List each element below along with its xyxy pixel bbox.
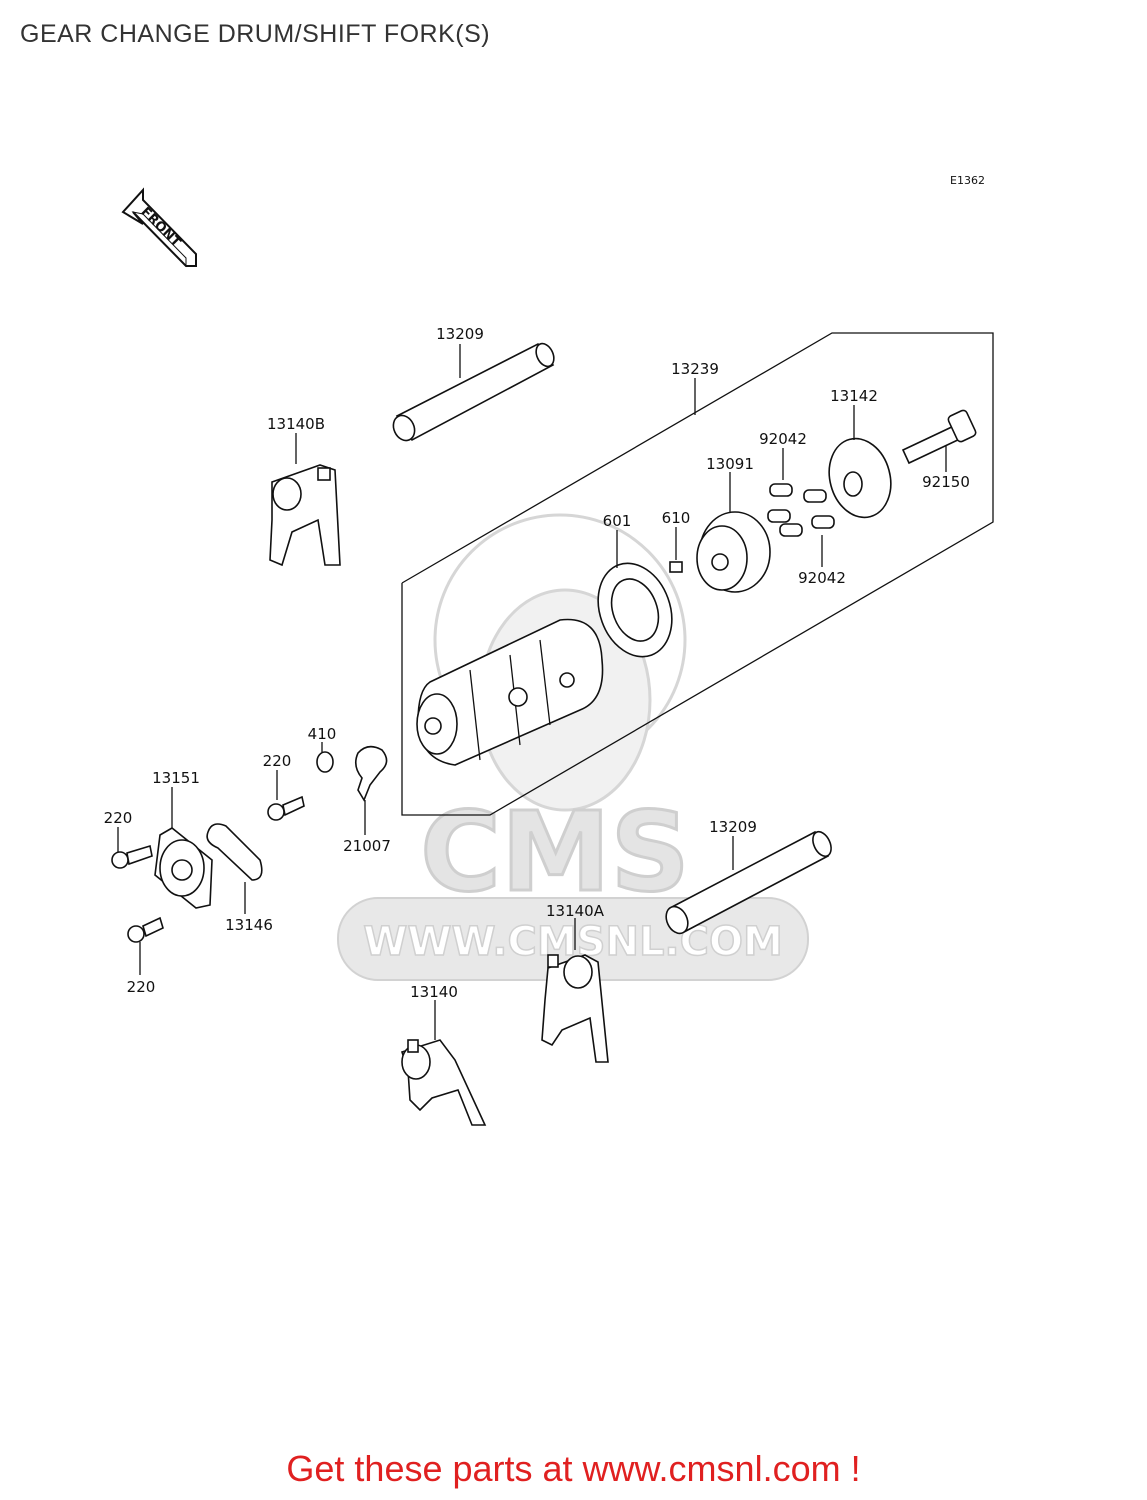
label-610: 610 (662, 509, 691, 527)
parts-diagram: CMS WWW.CMSNL.COM E1362 FRONT (104, 174, 994, 1126)
front-label: FRONT (138, 205, 184, 251)
pin-610 (669, 561, 683, 573)
label-13140A: 13140A (546, 902, 605, 920)
label-410: 410 (308, 725, 337, 743)
label-220-c: 220 (127, 978, 156, 996)
label-13239: 13239 (671, 360, 719, 378)
label-13140: 13140 (410, 983, 458, 1001)
label-13209-bottom: 13209 (709, 818, 757, 836)
label-13146: 13146 (225, 916, 273, 934)
bearing-601 (597, 562, 673, 658)
front-arrow-icon: FRONT (121, 187, 197, 268)
leader-lines (117, 344, 947, 1040)
label-13142: 13142 (830, 387, 878, 405)
label-220-b: 220 (104, 809, 133, 827)
label-13151: 13151 (152, 769, 200, 787)
watermark-brand: CMS (420, 788, 689, 916)
pointer-21007 (354, 745, 388, 802)
gear-change-drum (416, 618, 604, 766)
screw-220-a (267, 795, 305, 821)
gasket-13146 (206, 823, 263, 881)
plate-13142 (828, 437, 892, 519)
label-220-a: 220 (263, 752, 292, 770)
footer-link[interactable]: Get these parts at www.cmsnl.com ! (286, 1448, 861, 1489)
screw-220-c (127, 916, 164, 943)
label-92150: 92150 (922, 473, 970, 491)
label-13140B: 13140B (267, 415, 325, 433)
bolt-92150 (901, 409, 977, 465)
shaft-13209-top (392, 342, 555, 442)
label-13209-top: 13209 (436, 325, 484, 343)
label-13091: 13091 (706, 455, 754, 473)
label-92042-bottom: 92042 (798, 569, 846, 587)
label-601: 601 (603, 512, 632, 530)
diagram-code: E1362 (950, 174, 985, 187)
page-title: GEAR CHANGE DRUM/SHIFT FORK(S) (20, 20, 491, 48)
pins-92042 (767, 483, 835, 537)
shift-fork-13140 (400, 1039, 487, 1126)
shaft-13209-bottom (665, 830, 832, 935)
shift-fork-13140B (269, 464, 341, 567)
label-21007: 21007 (343, 837, 391, 855)
label-92042-top: 92042 (759, 430, 807, 448)
screw-220-b (111, 844, 153, 869)
assembly-outline (401, 332, 994, 816)
cam-13091 (696, 511, 771, 593)
holder-13151 (154, 827, 213, 909)
washer-410 (316, 751, 334, 773)
shift-fork-13140A (541, 954, 609, 1063)
